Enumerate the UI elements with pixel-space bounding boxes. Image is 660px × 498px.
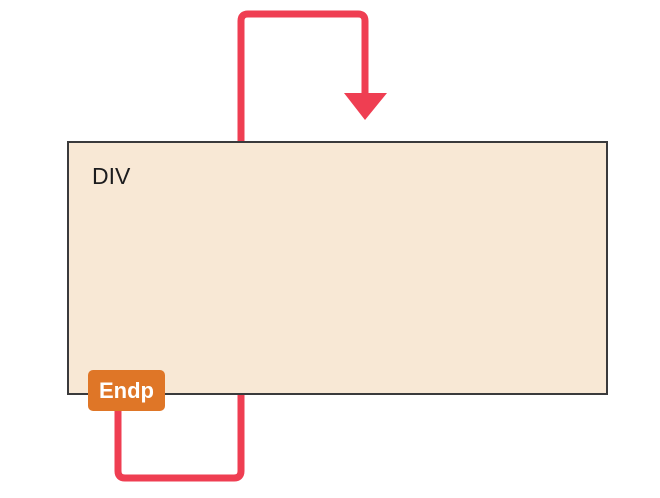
div-block-label: DIV [92, 163, 131, 189]
endpoint-badge[interactable]: Endp [88, 370, 165, 411]
endpoint-badge-label: Endp [99, 377, 154, 403]
incoming-edge-group[interactable] [237, 10, 387, 142]
loopback-edge-group[interactable] [114, 395, 245, 482]
arrowhead-down-icon [344, 93, 387, 120]
incoming-edge-line[interactable] [237, 10, 369, 142]
loopback-edge-line[interactable] [114, 395, 245, 482]
div-block-node[interactable]: DIV [67, 141, 608, 395]
